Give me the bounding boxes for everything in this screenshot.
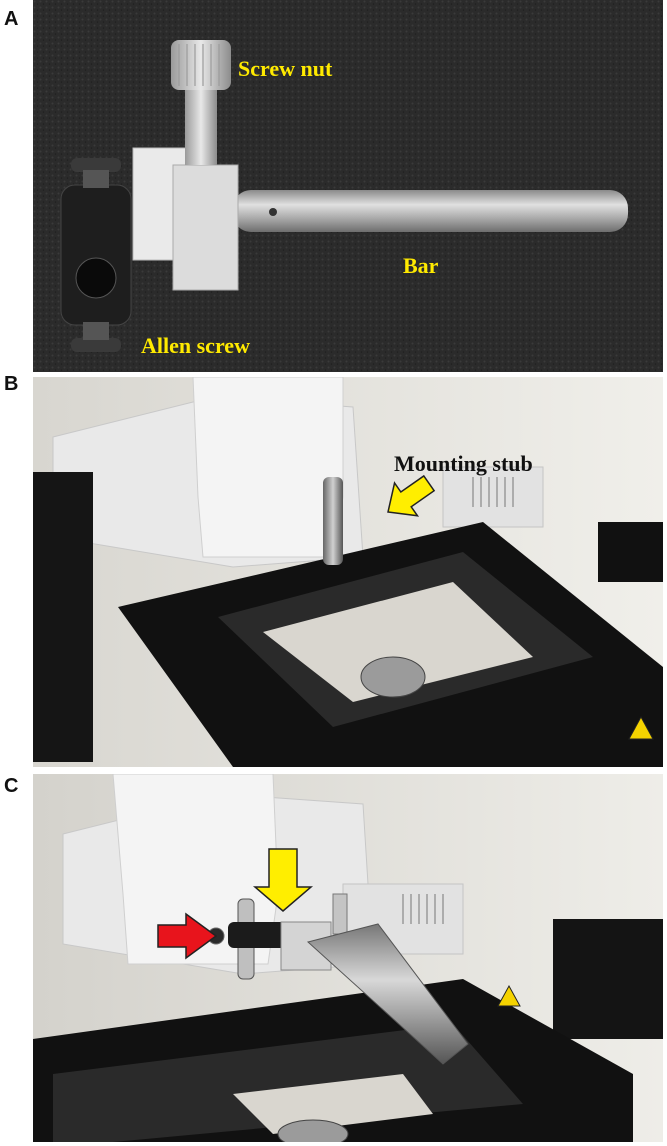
bar-hole: [269, 208, 277, 216]
side-unit: [442, 466, 544, 528]
screw-nut: [332, 893, 348, 935]
panel-c-photo: [33, 774, 663, 1142]
red-arrow: [157, 912, 218, 960]
mounting-stub-label: Mounting stub: [394, 451, 533, 476]
right-block: [553, 919, 663, 1039]
microscope-arm: [112, 774, 279, 965]
objective: [277, 1119, 349, 1142]
left-block: [33, 472, 93, 762]
yellow-arrow: [252, 848, 314, 912]
screw-nut-post: [185, 85, 217, 165]
panel-a-letter: A: [4, 8, 19, 30]
clamp-bore: [75, 257, 117, 299]
allen-screw-label: Allen screw: [141, 333, 250, 358]
black-clamp: [228, 922, 288, 948]
black-clamp: [60, 184, 132, 326]
mounting-stub: [323, 477, 343, 565]
panel-b-letter: B: [4, 373, 19, 395]
allen-screw-bottom: [71, 338, 121, 352]
right-block: [598, 522, 663, 582]
mounting-stub-arrow: [387, 474, 436, 517]
sample-area: [233, 1074, 433, 1134]
screw-nut-label: Screw nut: [238, 56, 333, 81]
warning-sign: [628, 715, 654, 740]
screw-nut-knob: [171, 40, 231, 90]
panel-a-photo: Screw nut Bar Allen screw: [33, 0, 663, 372]
bar-rod: [306, 923, 469, 1065]
warning-sign: [497, 984, 521, 1007]
allen-screw-top: [71, 158, 121, 172]
clamp-block-right: [172, 164, 239, 291]
bar-rod: [233, 190, 628, 232]
panel-c-letter: C: [4, 775, 19, 797]
panel-a-illustration: [33, 0, 663, 372]
bar-label: Bar: [403, 253, 439, 278]
sample-area: [263, 582, 533, 702]
objective: [360, 656, 426, 698]
panel-b-photo: Mounting stub: [33, 377, 663, 767]
microscope-arm: [192, 377, 344, 558]
panel-c-illustration: [33, 774, 663, 1142]
panel-b-illustration: [33, 377, 663, 767]
